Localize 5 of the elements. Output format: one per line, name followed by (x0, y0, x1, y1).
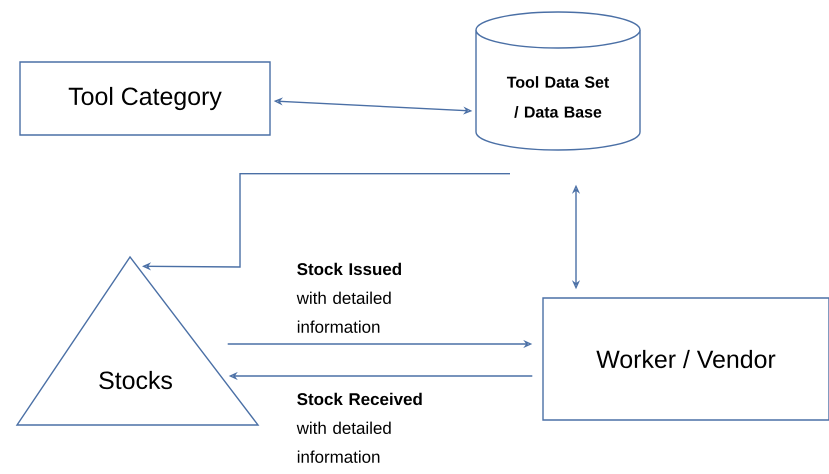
database-cylinder: Tool Data Set / Data Base (475, 11, 641, 151)
process-box: Tool Category (19, 61, 271, 136)
edge-label: Stock Received with detailed information (296, 392, 422, 463)
process-box: Worker / Vendor (542, 297, 829, 421)
edge-label: Stock Issued with detailed information (296, 262, 401, 333)
